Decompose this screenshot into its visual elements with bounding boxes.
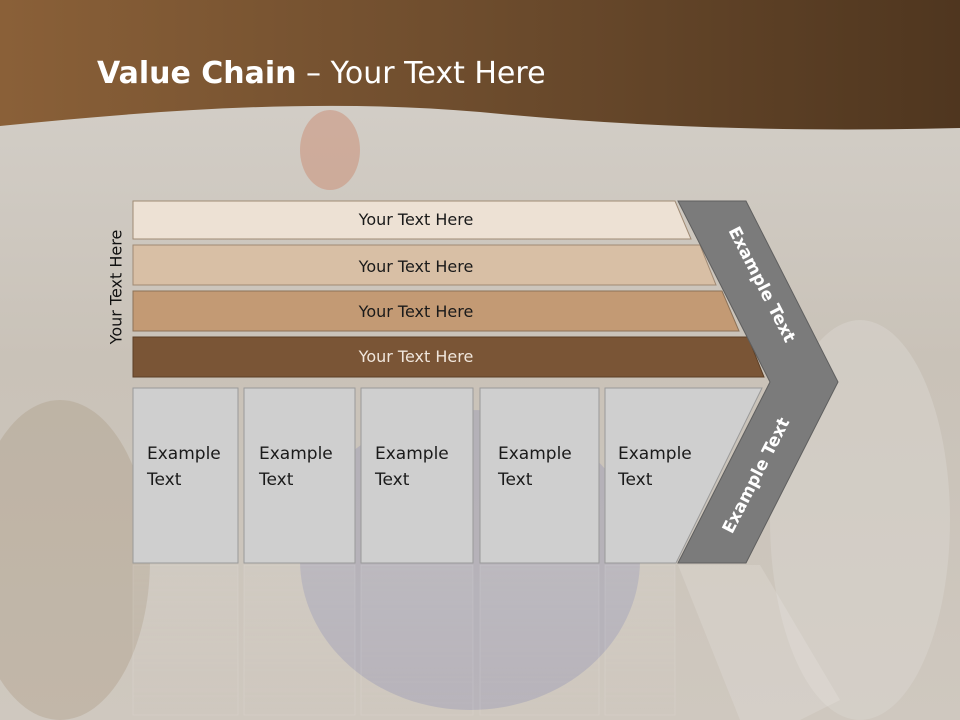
chevron-shape bbox=[677, 200, 839, 564]
box-1 bbox=[243, 387, 356, 564]
bar-shape-1 bbox=[132, 244, 717, 286]
box-4-line2: Text bbox=[617, 470, 653, 490]
box-2-line2: Text bbox=[374, 470, 410, 490]
box-4 bbox=[604, 387, 763, 564]
box-4-line1: Example bbox=[618, 444, 692, 464]
box-2-line1: Example bbox=[375, 444, 449, 464]
bar-shape-3 bbox=[132, 336, 765, 378]
reflection bbox=[132, 564, 840, 720]
bar-label-1: Your Text Here bbox=[358, 257, 474, 276]
bar-label-0: Your Text Here bbox=[358, 210, 474, 229]
box-1-line2: Text bbox=[258, 470, 294, 490]
bar-label-2: Your Text Here bbox=[358, 302, 474, 321]
box-3-line2: Text bbox=[497, 470, 533, 490]
bars-group: Your Text Here Your Text Here Your Text … bbox=[132, 200, 765, 378]
box-3-line1: Example bbox=[498, 444, 572, 464]
header-band bbox=[0, 0, 960, 130]
bar-shape-2 bbox=[132, 290, 740, 332]
bar-label-3: Your Text Here bbox=[358, 347, 474, 366]
box-0-line2: Text bbox=[146, 470, 182, 490]
box-2 bbox=[360, 387, 474, 564]
boxes-group: Example Text Example Text Example Text E… bbox=[132, 387, 763, 564]
box-0-line1: Example bbox=[147, 444, 221, 464]
box-1-line1: Example bbox=[259, 444, 333, 464]
page-title: Value Chain – Your Text Here bbox=[97, 56, 546, 91]
box-3 bbox=[479, 387, 600, 564]
bar-shape-0 bbox=[132, 200, 692, 240]
box-0 bbox=[132, 387, 239, 564]
